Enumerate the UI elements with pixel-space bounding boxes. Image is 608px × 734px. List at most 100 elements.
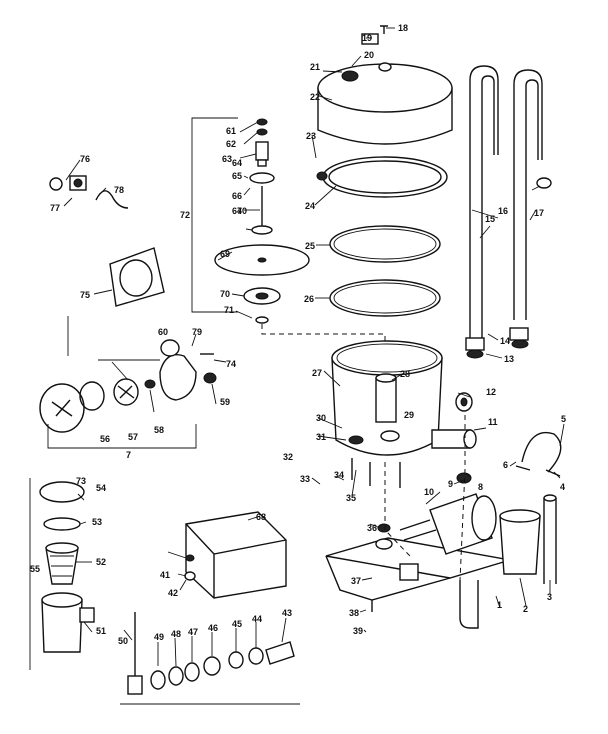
callout-13: 13 — [504, 354, 514, 364]
callout-45: 45 — [232, 619, 242, 629]
callout-62: 62 — [226, 139, 236, 149]
callout-44: 44 — [252, 614, 262, 624]
callout-28: 28 — [400, 369, 410, 379]
callout-25: 25 — [305, 241, 315, 251]
callout-70: 70 — [220, 289, 230, 299]
inlet-pipes — [459, 494, 557, 629]
base-plate — [325, 537, 511, 612]
callout-64: 64 — [232, 158, 242, 168]
callout-71: 71 — [224, 305, 234, 315]
callout-1: 1 — [497, 600, 502, 610]
callout-68: 68 — [256, 512, 266, 522]
tank-lid — [317, 25, 453, 145]
gasket-lower — [329, 279, 441, 317]
return-pipe-right — [513, 69, 543, 320]
return-pipe-left — [469, 65, 499, 338]
callout-79: 79 — [192, 327, 202, 337]
valve-stack-bracket — [191, 117, 238, 313]
gasket-upper — [329, 225, 441, 263]
callout-35: 35 — [346, 493, 356, 503]
callout-4: 4 — [560, 482, 565, 492]
callout-12: 12 — [486, 387, 496, 397]
callout-39: 39 — [353, 626, 363, 636]
callout-43: 43 — [282, 608, 292, 618]
callout-63: 63 — [222, 154, 232, 164]
callout-9: 9 — [448, 479, 453, 489]
callout-38: 38 — [349, 608, 359, 618]
callout-66: 66 — [232, 191, 242, 201]
callout-33: 33 — [300, 474, 310, 484]
callout-48: 48 — [171, 629, 181, 639]
callout-27: 27 — [312, 368, 322, 378]
strainer-assembly — [39, 481, 95, 653]
tank-clamp-ring — [316, 156, 448, 198]
callout-76: 76 — [80, 154, 90, 164]
callout-61: 61 — [226, 126, 236, 136]
callout-10: 10 — [424, 487, 434, 497]
callout-8: 8 — [478, 482, 483, 492]
callout-57: 57 — [128, 432, 138, 442]
callout-52: 52 — [96, 557, 106, 567]
pipe-fittings — [465, 177, 552, 359]
callout-36: 36 — [367, 523, 377, 533]
callout-20: 20 — [364, 50, 374, 60]
callout-24: 24 — [305, 201, 315, 211]
callout-5: 5 — [561, 414, 566, 424]
pump-group-bracket — [47, 424, 197, 449]
callout-73: 73 — [76, 476, 86, 486]
callout-56: 56 — [100, 434, 110, 444]
callout-21: 21 — [310, 62, 320, 72]
callout-49: 49 — [154, 632, 164, 642]
valve-stack — [214, 118, 386, 344]
motor-cover — [184, 511, 287, 599]
callout-40: 40 — [237, 206, 247, 216]
callout-23: 23 — [306, 131, 316, 141]
callout-50: 50 — [118, 636, 128, 646]
callout-46: 46 — [208, 623, 218, 633]
callout-14: 14 — [500, 336, 510, 346]
callout-41: 41 — [160, 570, 170, 580]
callout-51: 51 — [96, 626, 106, 636]
callout-31: 31 — [316, 432, 326, 442]
callout-42: 42 — [168, 588, 178, 598]
callout-30: 30 — [316, 413, 326, 423]
callout-6: 6 — [503, 460, 508, 470]
callout-11: 11 — [488, 417, 498, 427]
leader-lines — [63, 27, 565, 667]
callout-69: 69 — [220, 249, 230, 259]
callout-54: 54 — [96, 483, 106, 493]
callout-72: 72 — [180, 210, 190, 220]
fitting-parts — [49, 175, 129, 209]
callout-2: 2 — [523, 604, 528, 614]
callout-17: 17 — [534, 208, 544, 218]
callout-77: 77 — [50, 203, 60, 213]
callout-58: 58 — [154, 425, 164, 435]
callout-3: 3 — [547, 592, 552, 602]
callout-29: 29 — [404, 410, 414, 420]
callout-19: 19 — [362, 33, 372, 43]
callout-15: 15 — [485, 214, 495, 224]
pump-motor — [375, 472, 497, 555]
callout-78: 78 — [114, 185, 124, 195]
connection-line — [384, 462, 411, 557]
callout-18: 18 — [398, 23, 408, 33]
tank-body — [331, 340, 477, 488]
callout-60: 60 — [158, 327, 168, 337]
callout-47: 47 — [188, 627, 198, 637]
callout-59: 59 — [220, 397, 230, 407]
union-nut — [455, 392, 473, 412]
callout-32: 32 — [283, 452, 293, 462]
callout-26: 26 — [304, 294, 314, 304]
callout-74: 74 — [226, 359, 236, 369]
callout-37: 37 — [351, 576, 361, 586]
callout-22: 22 — [310, 92, 320, 102]
pump-housing-group — [39, 339, 217, 433]
filter-screen — [109, 247, 165, 307]
callout-16: 16 — [498, 206, 508, 216]
hose-clamp — [515, 431, 562, 477]
callout-53: 53 — [92, 517, 102, 527]
callout-67: 67 — [232, 206, 242, 216]
connection-line-2 — [459, 415, 466, 581]
callout-labels: 1 2 3 4 5 6 7 8 9 10 11 12 13 14 15 16 1… — [30, 23, 566, 646]
